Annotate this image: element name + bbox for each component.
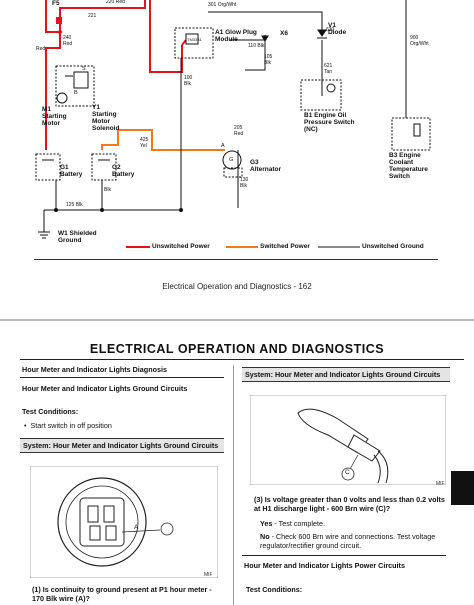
discharge-light-illustration: [250, 395, 446, 485]
battery-symbols: [35, 153, 117, 181]
page-title: ELECTRICAL OPERATION AND DIAGNOSTICS: [89, 342, 385, 356]
test-conditions-right: Test Conditions:: [246, 585, 303, 594]
callout-a: A: [134, 524, 139, 531]
wire-105-label: 105 Blk: [264, 54, 273, 66]
ground-symbol: [38, 231, 50, 239]
wire-125-label: 125 Blk: [66, 202, 83, 208]
legend-unswitched-power: Unswitched Power: [152, 243, 210, 250]
terminal-g-label: G: [229, 157, 234, 163]
y1-label: Y1 Starting Motor Solenoid: [92, 104, 120, 132]
wiring-diagram: [35, 0, 431, 248]
system-box-right: System: Hour Meter and Indicator Lights …: [242, 367, 450, 382]
glow-plug-module-symbol: [174, 27, 214, 59]
wire-900-label: 900 Org/Wht: [410, 35, 429, 47]
answer-no: No - Check 600 Brn wire and connections.…: [260, 532, 450, 550]
wire-220-label: 220 Red: [106, 0, 125, 5]
wire-221-label: 221: [88, 13, 97, 19]
wire-240-label: 240 Red: [63, 35, 73, 47]
question-1: (1) Is continuity to ground present at P…: [32, 585, 212, 603]
wire-blk-label: Blk: [104, 187, 111, 193]
wire-205-label: 205 Red: [234, 125, 244, 137]
mif-right: MIF: [436, 481, 445, 487]
m1-label: M1 Starting Motor: [42, 106, 67, 127]
title-rule: [20, 359, 464, 360]
answer-yes: Yes - Test complete.: [260, 519, 450, 528]
w1-label: W1 Shielded Ground: [58, 230, 97, 244]
oil-pressure-switch-symbol: [300, 79, 342, 111]
alternator-symbol: [222, 150, 243, 178]
junction-dots: [54, 30, 183, 212]
page-edge-tab: [451, 471, 474, 505]
g1-label: G1 Battery: [60, 164, 83, 178]
diagram-bottom-rule: [34, 259, 438, 260]
fuse-label: F5: [52, 0, 60, 7]
legend-unswitched-ground: Unswitched Ground: [362, 243, 424, 250]
power-heading: Hour Meter and Indicator Lights Power Ci…: [244, 561, 405, 570]
wire-425-label: 425 Yel: [140, 137, 149, 149]
x6-connector-symbol: [261, 35, 269, 42]
yes-text: - Test complete.: [272, 519, 326, 528]
wire-110-label: 110 Blk: [248, 43, 265, 49]
system-box-left: System: Hour Meter and Indicator Lights …: [20, 438, 224, 453]
mif-left: MIF: [204, 572, 213, 578]
starting-motor-symbol: [55, 65, 95, 107]
b1-label: B1 Engine Oil Pressure Switch (NC): [304, 112, 355, 133]
wire-621-label: 621 Tan: [324, 63, 333, 75]
fuse-marker: [56, 17, 62, 24]
hour-meter-illustration: [30, 466, 218, 578]
b3-label: B3 Engine Coolant Temperature Switch: [389, 152, 428, 180]
wire-630-label: 630: [326, 27, 335, 33]
a1-label: A1 Glow Plug Module: [215, 29, 257, 43]
wire-301-label: 301 Org/Wht: [208, 2, 237, 8]
test-conditions-label: Test Conditions:: [22, 407, 79, 416]
diode-symbol: [317, 29, 327, 39]
a1-id: TM3381: [187, 37, 202, 42]
switched-power-wires: [101, 129, 225, 151]
legend-switched-power: Switched Power: [260, 243, 310, 250]
terminal-b-label: B: [74, 90, 78, 96]
bullet-1-text: Start switch in off position: [30, 421, 112, 430]
power-rule: [242, 555, 446, 556]
wire-red-label: Red: [36, 46, 46, 52]
terminal-a-label: A: [221, 143, 225, 149]
no-label: No: [260, 532, 270, 541]
coolant-switch-symbol: [391, 117, 431, 151]
wire-100-label: 100 Blk: [184, 75, 193, 87]
question-3: (3) Is voltage greater than 0 volts and …: [254, 495, 445, 513]
subheading: Hour Meter and Indicator Lights Ground C…: [22, 384, 188, 393]
page-separator: [0, 319, 474, 321]
v1-label: V1 Diode: [328, 22, 347, 36]
bullet-1: • Start switch in off position: [24, 421, 112, 430]
x6-label: X6: [280, 30, 288, 37]
column-divider: [233, 365, 234, 605]
g3-label: G3 Alternator: [250, 159, 282, 173]
section-heading: Hour Meter and Indicator Lights Diagnosi…: [22, 365, 167, 374]
no-text: - Check 600 Brn wire and connections. Te…: [260, 532, 436, 550]
callout-c: C: [345, 469, 350, 476]
page-2: ELECTRICAL OPERATION AND DIAGNOSTICS Hou…: [0, 323, 474, 605]
section-rule: [20, 377, 224, 378]
yes-label: Yes: [260, 519, 273, 528]
terminal-s-label: S: [82, 66, 86, 72]
wire-130-label: 130 Blk: [240, 177, 249, 189]
g2-label: G2 Battery: [112, 164, 135, 178]
page-footer: Electrical Operation and Diagnostics - 1…: [162, 282, 312, 291]
ground-wires: [43, 0, 407, 232]
